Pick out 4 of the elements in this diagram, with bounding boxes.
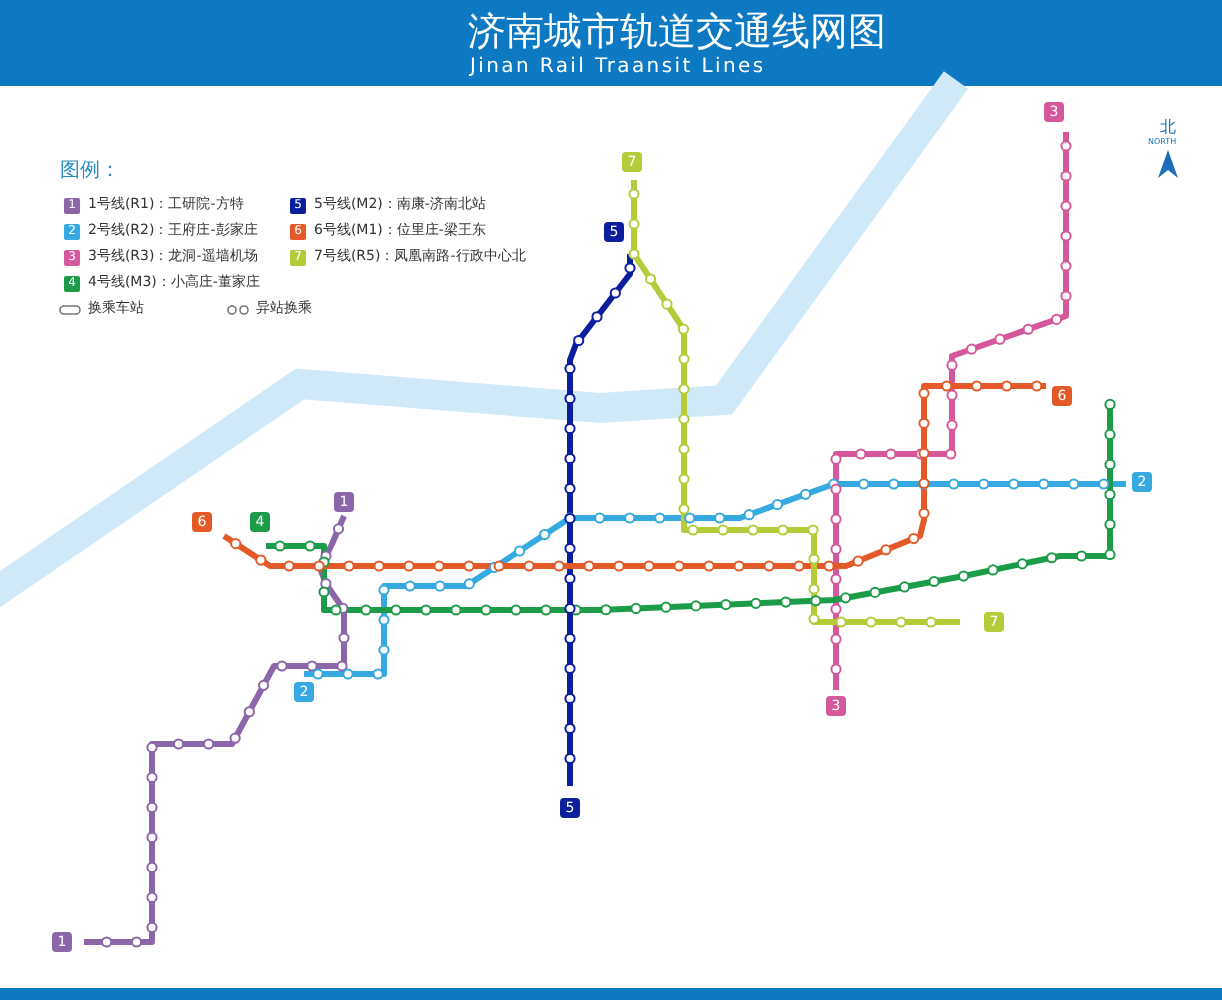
map-subtitle: Jinan Rail Traansit Lines (470, 56, 766, 80)
north-label: 北 (1160, 118, 1176, 136)
legend-heading: 图例： (60, 160, 120, 184)
map-title: 济南城市轨道交通线网图 (468, 12, 886, 54)
